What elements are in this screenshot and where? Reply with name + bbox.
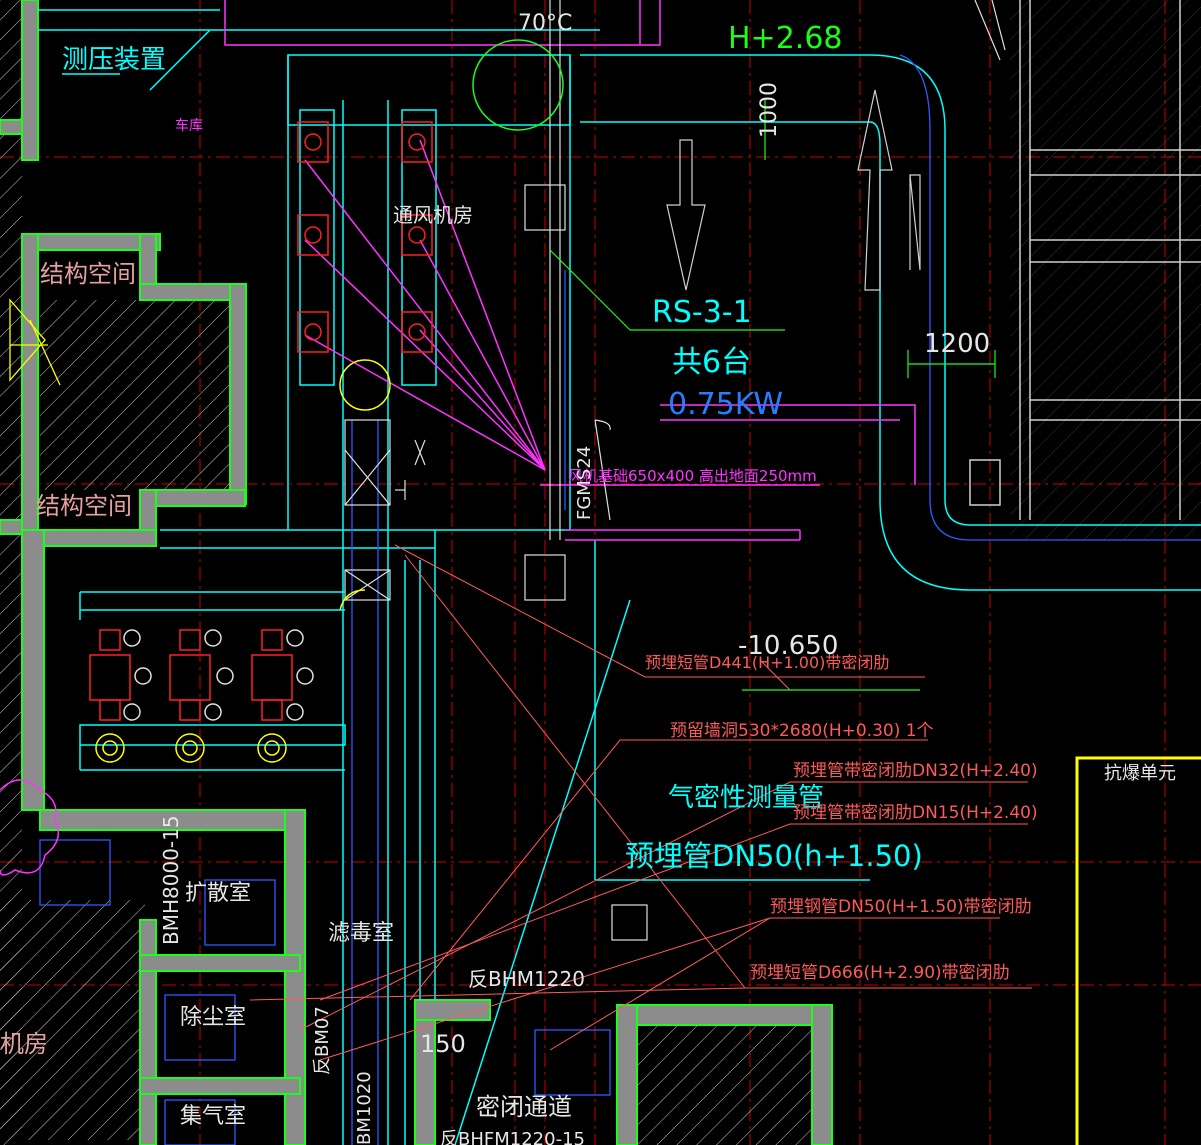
label-fan-id: RS-3-1 — [652, 295, 752, 330]
right-partitions — [969, 0, 1201, 520]
label-dim-1200: 1200 — [924, 329, 990, 359]
label-temp: 70°C — [518, 11, 572, 36]
fan-unit — [401, 121, 433, 163]
label-floor-level: -10.650 — [738, 631, 838, 661]
blast-unit-outline — [1075, 756, 1201, 1145]
label-airlock: 密闭通道 — [476, 1093, 572, 1121]
label-embedded-d441: 预埋短管D441(H+1.00)带密闭肋 — [645, 653, 889, 672]
filter-units — [79, 591, 346, 771]
label-damper-tag: FGMS24 — [574, 446, 595, 520]
label-embedded-d666: 预埋短管D666(H+2.90)带密闭肋 — [750, 963, 1010, 983]
fan-unit — [297, 121, 329, 163]
label-fan-room: 通风机房 — [393, 203, 473, 227]
label-elevation-duct: H+2.68 — [728, 21, 843, 56]
label-gas-room: 集气室 — [180, 1104, 246, 1129]
round-duct-sections — [339, 39, 564, 611]
label-struct-space-2: 结构空间 — [36, 492, 132, 520]
label-pipe-dn32: 预埋管带密闭肋DN32(H+2.40) — [793, 761, 1038, 781]
label-blast-unit: 抗爆单元 — [1104, 763, 1176, 784]
label-pressure-device: 测压装置 — [62, 45, 166, 75]
label-airtight-pipe: 气密性测量管 — [668, 783, 824, 813]
label-dim-150: 150 — [420, 1030, 466, 1058]
label-wall-opening: 预留墙洞530*2680(H+0.30) 1个 — [670, 721, 934, 741]
label-filter-room: 滤毒室 — [328, 921, 394, 946]
label-steel-dn50: 预埋钢管DN50(H+1.50)带密闭肋 — [770, 897, 1032, 917]
dimension-lines — [549, 100, 996, 691]
label-pipe-dn15: 预埋管带密闭肋DN15(H+2.40) — [793, 803, 1038, 823]
label-fan-base: 风机基础650x400 高出地面250mm — [568, 467, 817, 485]
label-door-fbhfm: 反BHFM1220-15 — [440, 1129, 585, 1145]
fan-units-top — [297, 121, 433, 353]
walls — [0, 0, 833, 1145]
pressure-symbol — [9, 298, 61, 386]
label-garage: 车库 — [175, 117, 203, 134]
label-door-fbm07: 反BM07 — [312, 1006, 333, 1075]
duct-inner-lines — [39, 54, 1201, 1145]
label-dim-1000: 1000 — [757, 82, 782, 138]
label-machine-room: 机房 — [0, 1030, 48, 1058]
label-struct-space-1: 结构空间 — [40, 260, 136, 288]
label-door-bmh: BMH8000-15 — [159, 815, 183, 945]
ductwork — [38, 9, 1201, 1145]
label-dust-room: 除尘室 — [180, 1005, 246, 1030]
flow-arrows — [666, 89, 921, 291]
label-fan-power: 0.75KW — [668, 387, 783, 422]
label-door-bm1020: BM1020 — [354, 1071, 375, 1145]
label-diffusion-room: 扩散室 — [185, 881, 251, 906]
label-embedded-dn50: 预埋管DN50(h+1.50) — [625, 839, 923, 873]
label-fan-count: 共6台 — [672, 345, 751, 380]
fan-unit — [401, 214, 433, 256]
fan-unit — [297, 214, 329, 256]
magenta-lines — [0, 0, 916, 876]
fan-unit — [297, 311, 329, 353]
label-door-fbhm: 反BHM1220 — [468, 967, 585, 991]
fan-unit — [401, 311, 433, 353]
detail-lines — [344, 0, 1006, 941]
leader-lines — [249, 544, 1032, 1061]
